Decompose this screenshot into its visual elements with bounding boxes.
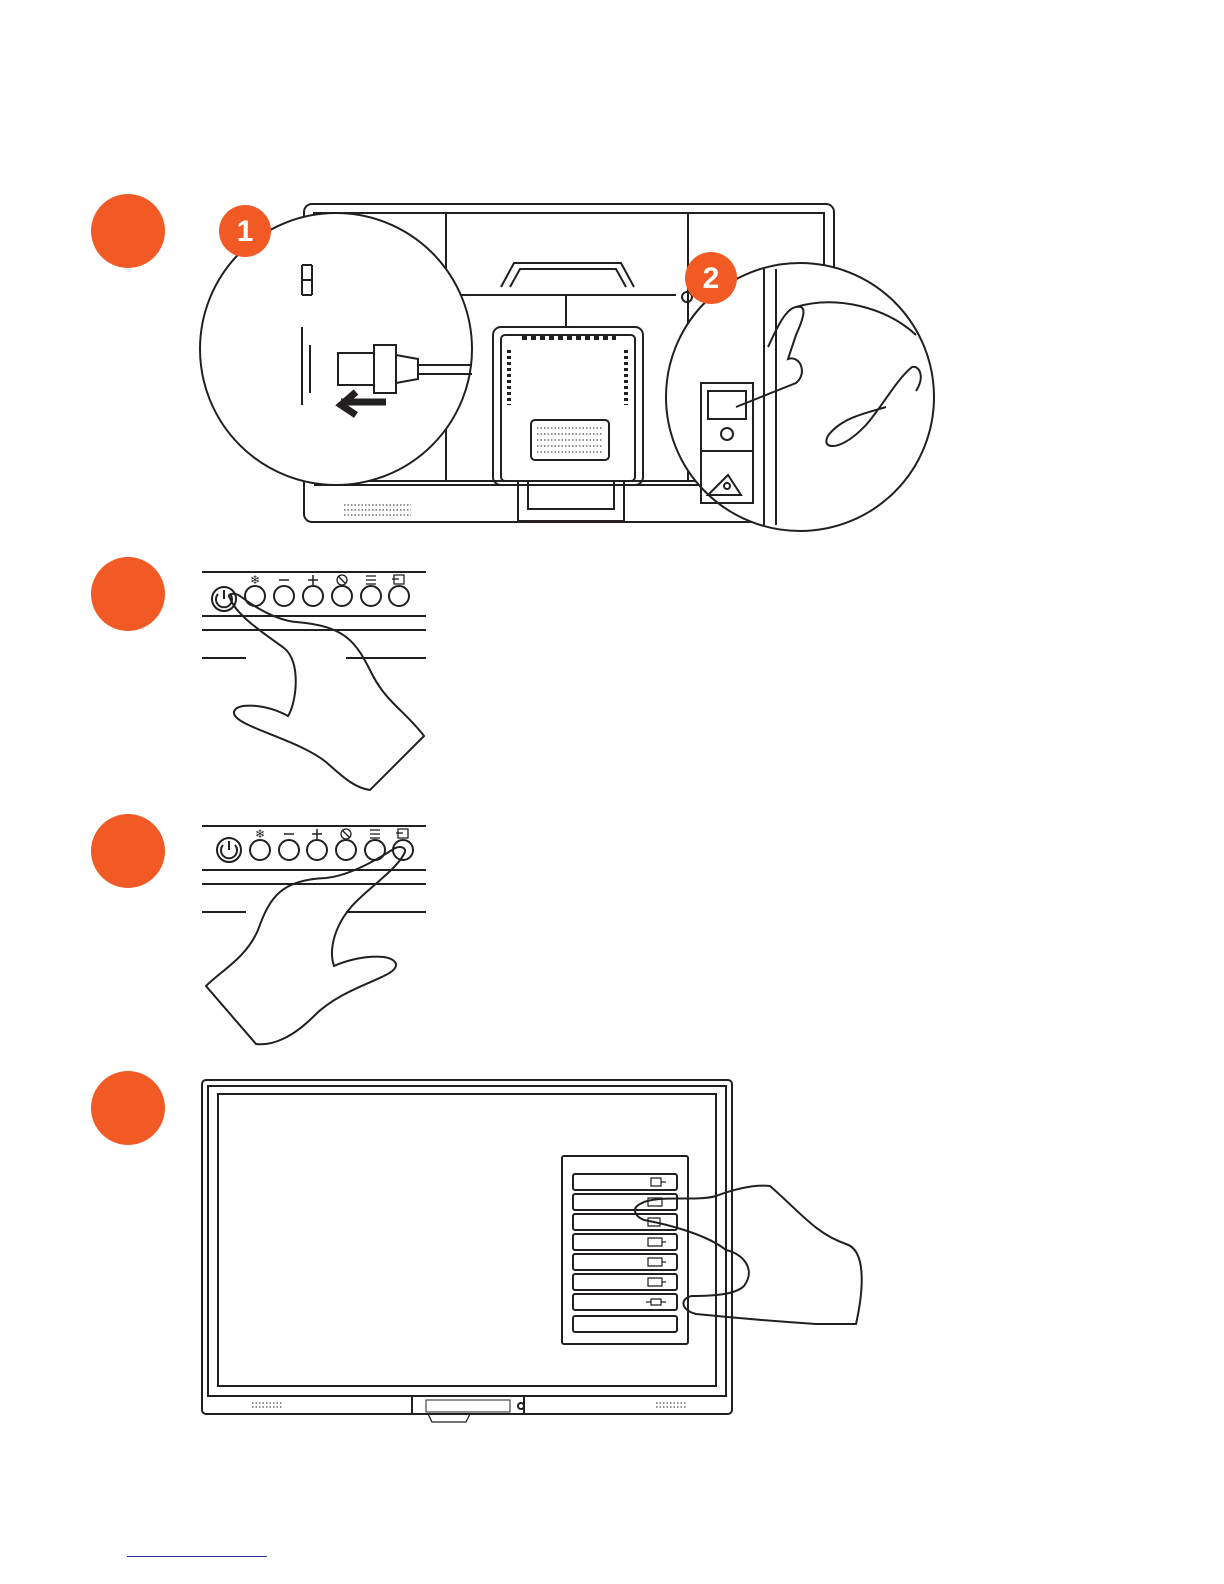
no-touch-icon <box>336 829 356 860</box>
plus-icon <box>307 829 327 860</box>
svg-text:❄: ❄ <box>255 827 265 841</box>
no-touch-icon <box>332 575 352 606</box>
menu-icon <box>361 576 381 606</box>
freeze-icon: ❄ <box>250 827 270 860</box>
front-panel-input-illustration: ❄ <box>196 820 431 1050</box>
step-marker-2 <box>91 557 165 631</box>
rear-panel-illustration: 1 2 <box>196 195 942 540</box>
callout-1-label: 1 <box>237 215 254 248</box>
svg-text:❄: ❄ <box>250 573 260 587</box>
minus-icon <box>279 834 299 860</box>
minus-icon <box>274 580 294 606</box>
callout-badge-2: 2 <box>685 252 737 304</box>
callout-badge-1: 1 <box>219 205 271 257</box>
callout-2-label: 2 <box>703 262 720 295</box>
power-icon <box>212 587 236 611</box>
front-panel-power-illustration: ❄ <box>196 566 431 796</box>
hand-pressing-power <box>229 594 424 790</box>
input-icon <box>389 575 409 606</box>
hand-pressing-input <box>206 847 405 1044</box>
front-panel-strip <box>202 572 426 658</box>
power-icon <box>217 838 241 862</box>
step-marker-1 <box>91 194 165 268</box>
step-marker-3 <box>91 814 165 888</box>
step-marker-4 <box>91 1071 165 1145</box>
display-source-menu-illustration <box>196 1074 872 1434</box>
plus-icon <box>303 575 323 606</box>
footer-rule <box>127 1556 267 1557</box>
